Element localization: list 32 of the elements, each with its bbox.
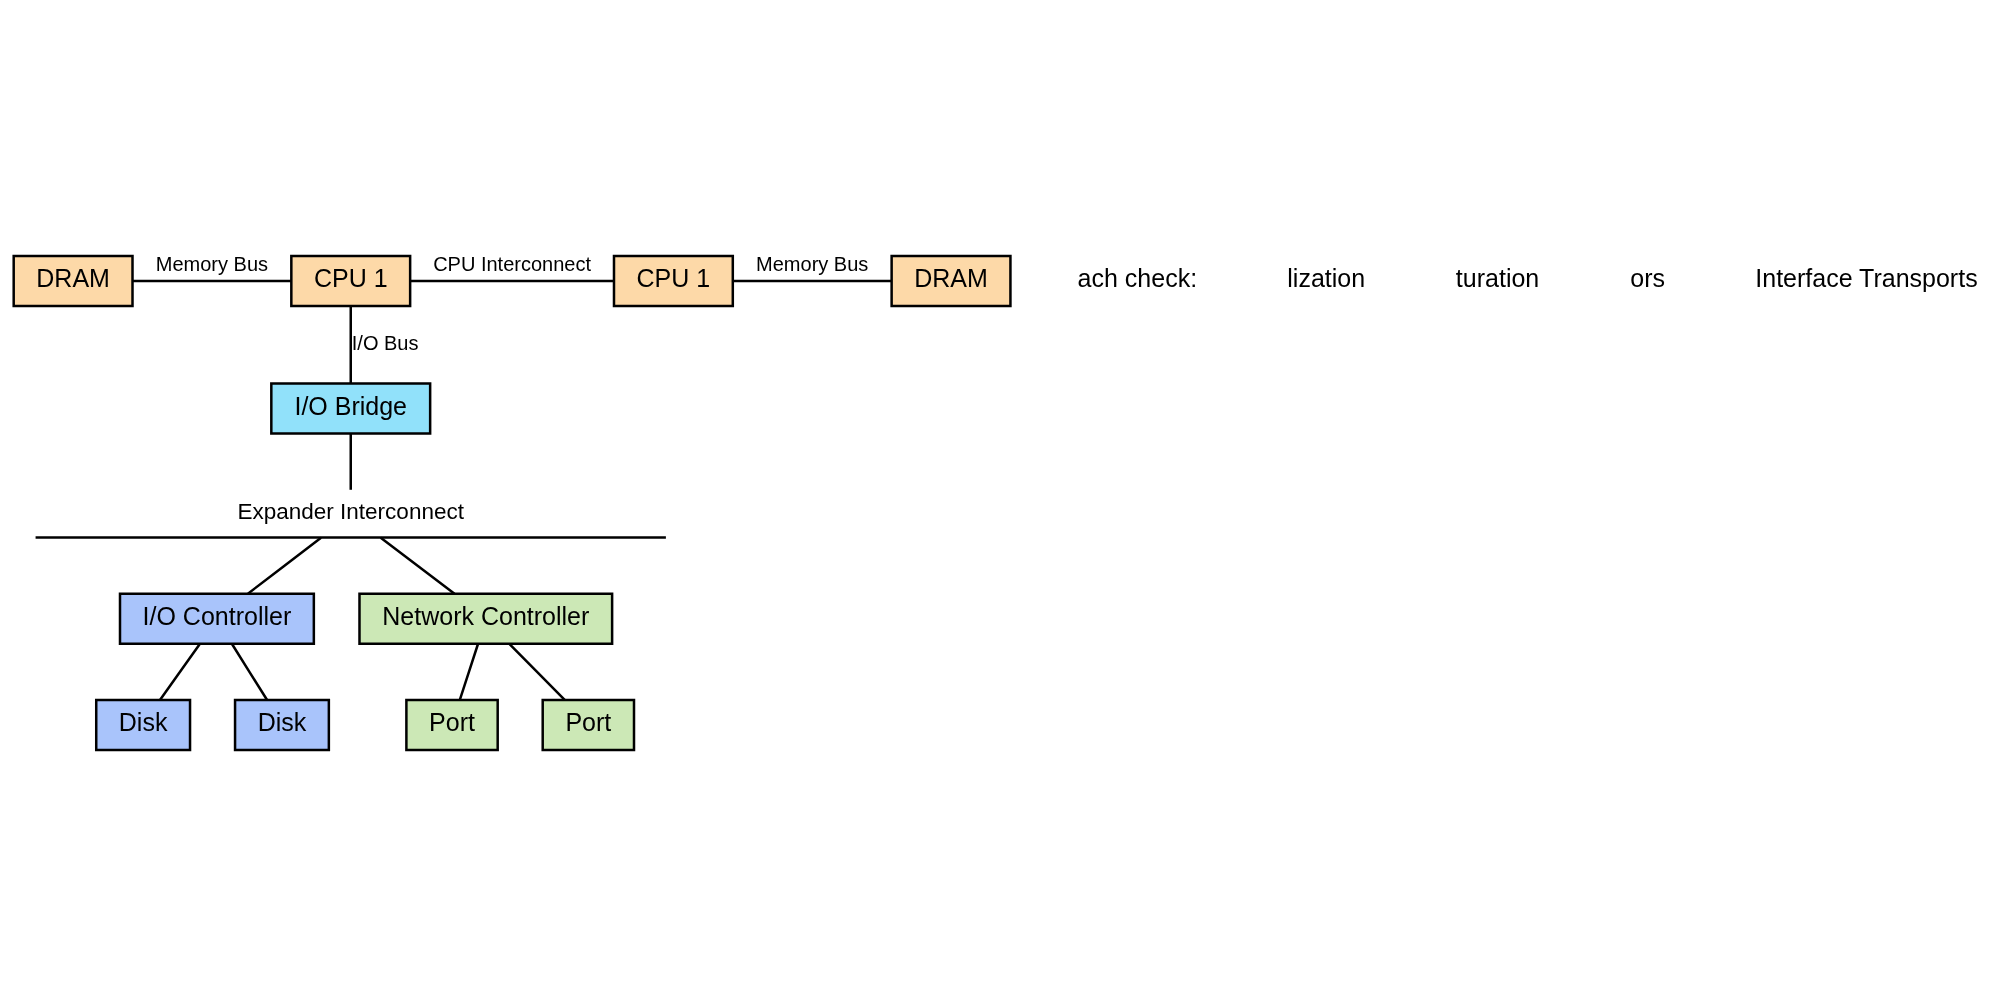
node-box: Disk — [95, 698, 192, 751]
connector — [349, 433, 352, 490]
node-box: DRAM — [890, 254, 1012, 307]
connector — [508, 642, 566, 701]
node-text: Expander Interconnect — [237, 498, 464, 524]
node-box: Network Controller — [358, 591, 614, 645]
label: lization — [1287, 263, 1366, 292]
connector — [349, 305, 352, 383]
edge-label: CPU Interconnect — [433, 252, 591, 275]
node-box: I/O Bridge — [270, 381, 432, 435]
connector — [379, 536, 456, 595]
edge-label: Memory Bus — [155, 252, 269, 275]
node-box: DRAM — [12, 254, 134, 307]
connector — [230, 642, 268, 700]
connector — [159, 642, 201, 700]
node-box: CPU 1 — [612, 254, 735, 307]
connector — [732, 279, 892, 282]
node-box: Port — [541, 698, 636, 751]
edge-label: I/O Bus — [351, 331, 419, 354]
label: Interface Transports — [1755, 263, 1978, 292]
connector — [247, 536, 322, 595]
edge-label: Memory Bus — [756, 252, 869, 275]
node-box: I/O Controller — [118, 591, 316, 645]
node-box: CPU 1 — [290, 254, 412, 307]
label: ors — [1630, 263, 1665, 292]
connector — [132, 279, 292, 282]
node-box: Port — [405, 698, 499, 751]
connector — [410, 279, 614, 282]
node-box: Disk — [233, 698, 331, 751]
connector — [458, 643, 480, 700]
label: turation — [1455, 263, 1540, 292]
label: ach check: — [1077, 263, 1198, 292]
